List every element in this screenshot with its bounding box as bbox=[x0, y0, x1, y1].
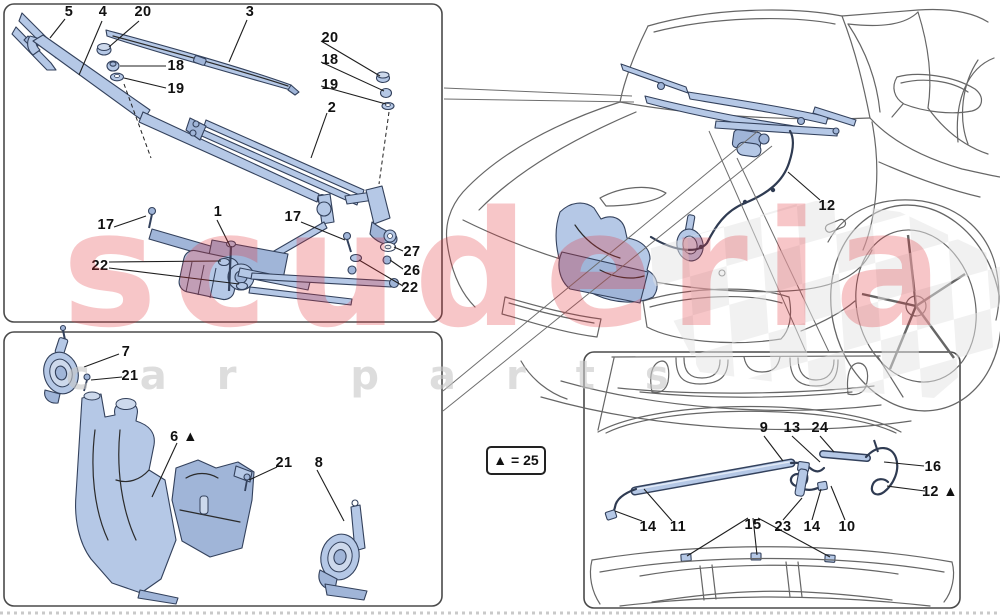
part-label-3-3: 3 bbox=[245, 4, 255, 20]
part-label-12-tri-27: 12 ▲ bbox=[921, 484, 959, 500]
part-label-7-17: 7 bbox=[121, 344, 131, 360]
part-label-22-15: 22 bbox=[91, 258, 109, 274]
part-label-19-8: 19 bbox=[321, 77, 339, 93]
wiper-mechanism-drawing bbox=[11, 12, 400, 306]
part-label-27-13: 27 bbox=[403, 244, 421, 260]
part-label-8-21: 8 bbox=[314, 455, 324, 471]
part-label-20-2: 20 bbox=[134, 4, 152, 20]
part-label-14-32: 14 bbox=[803, 519, 821, 535]
part-label-1-11: 1 bbox=[213, 204, 223, 220]
part-label-22-16: 22 bbox=[401, 280, 419, 296]
part-label-26-14: 26 bbox=[403, 263, 421, 279]
part-label-14-28: 14 bbox=[639, 519, 657, 535]
part-label-5-0: 5 bbox=[64, 4, 74, 20]
part-label-19-5: 19 bbox=[167, 81, 185, 97]
bonnet-underside-drawing bbox=[589, 355, 955, 607]
part-label-21-18: 21 bbox=[121, 368, 139, 384]
leader-lines bbox=[49, 18, 926, 558]
part-label-20-6: 20 bbox=[321, 30, 339, 46]
part-label-4-1: 4 bbox=[98, 4, 108, 20]
part-label-24-25: 24 bbox=[811, 420, 829, 436]
part-label-23-31: 23 bbox=[774, 519, 792, 535]
part-label-16-26: 16 bbox=[924, 459, 942, 475]
part-label-9-23: 9 bbox=[759, 420, 769, 436]
checkered-flag-watermark bbox=[638, 200, 1000, 398]
reservoir-horns-drawing bbox=[43, 324, 368, 605]
wiper-mechanism-panel bbox=[3, 3, 443, 323]
legend-text: ▲ = 25 bbox=[493, 452, 539, 468]
legend-box: ▲ = 25 bbox=[486, 446, 546, 475]
part-label-17-10: 17 bbox=[97, 217, 115, 233]
part-label-2-9: 2 bbox=[327, 100, 337, 116]
part-label-10-33: 10 bbox=[838, 519, 856, 535]
part-label-18-7: 18 bbox=[321, 52, 339, 68]
part-label-17-12: 17 bbox=[284, 209, 302, 225]
part-label-21-20: 21 bbox=[275, 455, 293, 471]
part-label-18-4: 18 bbox=[167, 58, 185, 74]
part-label-11-29: 11 bbox=[669, 519, 687, 535]
part-label-15-30: 15 bbox=[744, 517, 762, 533]
part-label-13-24: 13 bbox=[783, 420, 801, 436]
part-label-6-tri-19: 6 ▲ bbox=[170, 429, 198, 445]
part-label-12-22: 12 bbox=[818, 198, 836, 214]
